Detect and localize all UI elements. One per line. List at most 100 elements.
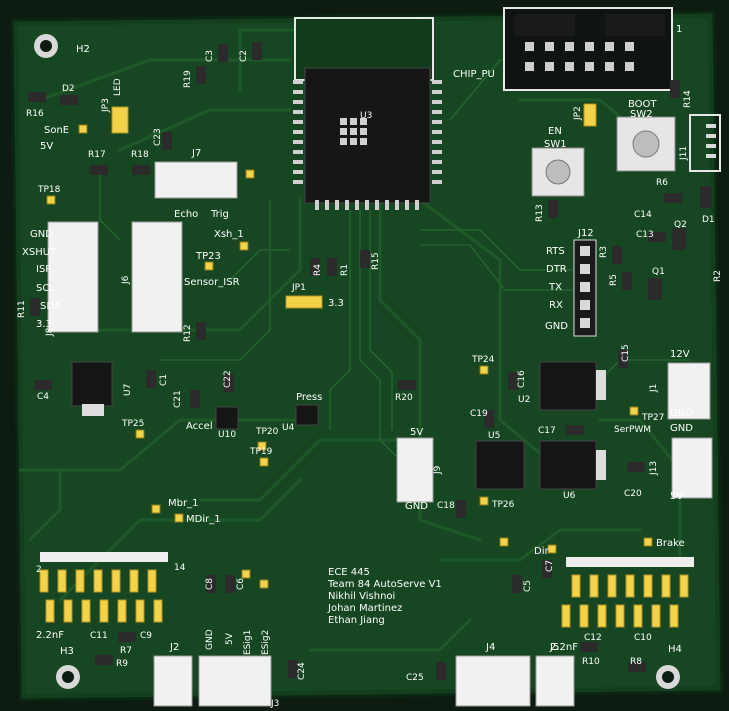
motor-header-right — [561, 557, 694, 628]
label-c16: C16 — [517, 370, 527, 388]
credit-line-3: Nikhil Vishnoi — [328, 591, 395, 602]
label-5v-j13: 5V — [670, 491, 683, 502]
label-c1: C1 — [159, 374, 169, 386]
label-u10: U10 — [218, 430, 236, 440]
label-u4: U4 — [282, 423, 295, 433]
label-isr: ISR — [36, 264, 52, 275]
label-scl: SCL — [36, 283, 55, 294]
label-tp25: TP25 — [121, 419, 144, 429]
label-dir: Dir — [534, 546, 549, 557]
label-pin-14: 14 — [174, 563, 186, 573]
motor-header-left — [39, 552, 168, 623]
label-tp20: TP20 — [255, 427, 279, 437]
label-c24: C24 — [297, 662, 307, 680]
credit-line-5: Ethan Jiang — [328, 615, 385, 626]
label-5v-j3: 5V — [225, 632, 235, 645]
label-22nf-left: 2.2nF — [36, 630, 64, 641]
label-gnd-j12: GND — [545, 321, 568, 332]
programming-header — [503, 7, 673, 91]
label-c5: C5 — [523, 580, 533, 592]
esp32-module — [293, 17, 442, 210]
label-tp23: TP23 — [195, 251, 221, 262]
label-j8: J8 — [45, 327, 55, 337]
label-echo: Echo — [174, 209, 198, 220]
label-c25: C25 — [406, 673, 424, 683]
label-j12: J12 — [577, 228, 594, 239]
label-c23: C23 — [153, 128, 163, 146]
label-r8: R8 — [630, 657, 642, 667]
label-xshut: XSHUT — [22, 247, 57, 258]
label-h4: H4 — [668, 644, 682, 655]
label-r5: R5 — [609, 274, 619, 286]
label-u5: U5 — [488, 431, 500, 441]
silkscreen-labels: H2 D2 R16 JP3 LED SonE 5V R17 R18 C23 J7… — [17, 24, 723, 709]
label-r11: R11 — [17, 300, 27, 318]
voltage-regulators — [71, 361, 606, 490]
label-pin-2: 2 — [36, 565, 42, 575]
credit-line-4: Johan Martinez — [327, 603, 402, 614]
label-accel: Accel — [186, 421, 213, 432]
label-r12: R12 — [183, 324, 193, 342]
label-r15: R15 — [371, 252, 381, 270]
label-c10: C10 — [634, 633, 652, 643]
label-gnd-j9: GND — [405, 501, 428, 512]
label-mdir1: MDir_1 — [186, 514, 221, 525]
label-r2: R2 — [713, 270, 723, 282]
serial-header-j12 — [573, 239, 597, 337]
label-33-j8: 3.3 — [36, 319, 52, 330]
label-tp27: TP27 — [641, 413, 664, 423]
label-u7: U7 — [123, 384, 133, 396]
label-u6: U6 — [563, 491, 576, 501]
label-r10: R10 — [582, 657, 600, 667]
label-jp1-33: 3.3 — [328, 298, 344, 309]
boot-button-sw2 — [616, 116, 676, 172]
label-c22: C22 — [223, 370, 233, 388]
label-q2: Q2 — [674, 220, 687, 230]
label-jp1: JP1 — [291, 283, 306, 293]
label-brake: Brake — [656, 538, 685, 549]
label-r18: R18 — [131, 150, 149, 160]
label-22nf-right: 2.2nF — [550, 642, 578, 653]
en-button-sw1 — [531, 147, 585, 197]
label-j7: J7 — [191, 148, 201, 159]
usb-connector-j11 — [689, 114, 721, 172]
label-esig2: ESig2 — [261, 630, 271, 655]
label-r13: R13 — [535, 204, 545, 222]
label-j13: J13 — [649, 461, 659, 476]
label-mbr1: Mbr_1 — [168, 498, 198, 509]
label-r9: R9 — [116, 659, 128, 669]
label-u3: U3 — [360, 111, 372, 121]
label-c15: C15 — [621, 344, 631, 362]
label-gnd-j1: GND — [670, 408, 693, 419]
label-led: LED — [113, 78, 123, 96]
label-c20: C20 — [624, 489, 642, 499]
label-c21: C21 — [173, 390, 183, 408]
label-j10-pin1: 1 — [676, 24, 682, 35]
label-c18: C18 — [437, 501, 455, 511]
label-sw2: SW2 — [630, 109, 653, 120]
label-tx: TX — [548, 282, 562, 293]
label-sensor-isr: Sensor_ISR — [184, 277, 240, 288]
label-press: Press — [296, 392, 322, 403]
copper-traces — [18, 28, 690, 652]
label-r3: R3 — [599, 246, 609, 258]
label-sda: SDA — [40, 301, 61, 312]
label-u2: U2 — [518, 395, 530, 405]
label-r7: R7 — [120, 646, 132, 656]
label-c2: C2 — [239, 50, 249, 62]
solder-jumpers — [111, 103, 597, 309]
label-5v-j9: 5V — [410, 427, 423, 438]
label-q1: Q1 — [652, 267, 665, 277]
label-c19: C19 — [470, 409, 488, 419]
label-r6: R6 — [656, 178, 668, 188]
label-boot: BOOT — [628, 99, 657, 110]
label-r19: R19 — [183, 70, 193, 88]
label-j4: J4 — [485, 642, 495, 653]
label-c8: C8 — [205, 578, 215, 590]
label-h2: H2 — [76, 44, 90, 55]
label-h3: H3 — [60, 646, 74, 657]
label-c11: C11 — [90, 631, 108, 641]
label-c9: C9 — [140, 631, 152, 641]
label-d2: D2 — [62, 84, 75, 94]
